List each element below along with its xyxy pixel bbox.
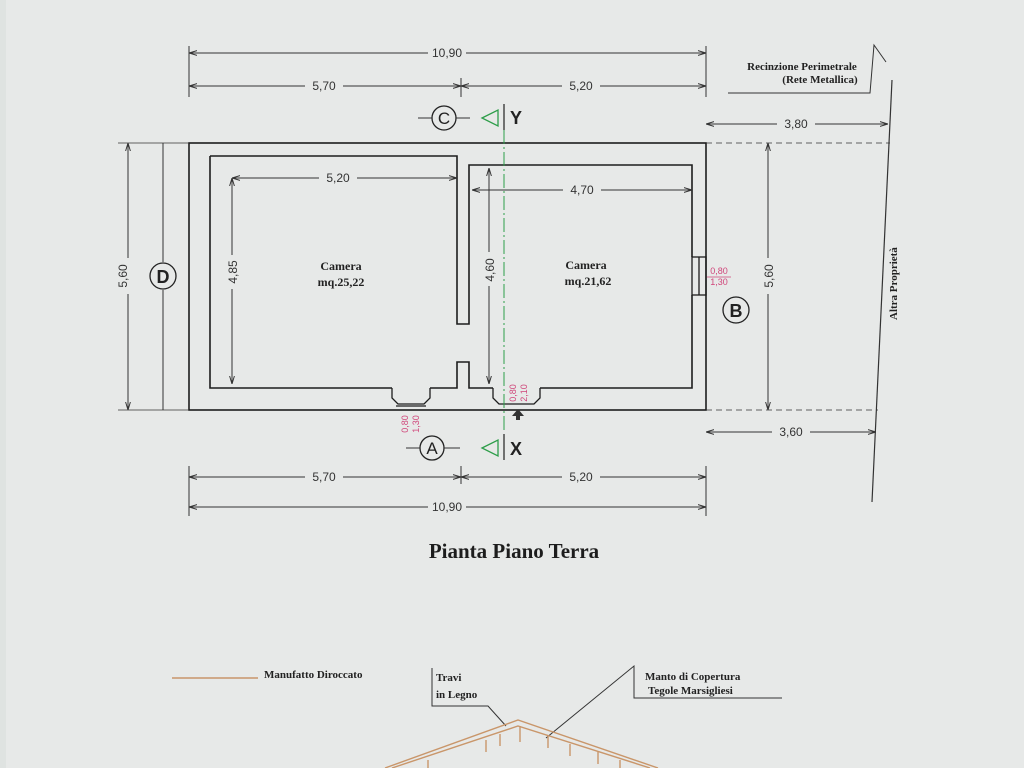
dim-height-right: 5,60 [762, 264, 776, 288]
roof-leader [545, 664, 782, 739]
room2-height: 4,60 [483, 258, 497, 282]
room2-name: Camera [565, 258, 606, 272]
window-left-height: 1,30 [411, 415, 421, 433]
dim-right-bottom: 5,20 [569, 470, 593, 484]
section-x-label: X [510, 439, 522, 459]
section-marker-b [722, 296, 750, 324]
neighbor-label: Altra Proprietà [888, 247, 900, 320]
fence-label-line1: Recinzione Perimetrale [747, 61, 857, 73]
page-edge [0, 0, 6, 768]
door-height: 2,10 [519, 384, 529, 402]
dim-left-bottom: 5,70 [312, 470, 336, 484]
entrance-arrow-icon [512, 409, 524, 420]
dim-overall-bottom: 10,90 [432, 500, 462, 514]
beams-leader [431, 668, 507, 727]
room2-width: 4,70 [570, 183, 594, 197]
openings [391, 256, 707, 407]
window-right-height: 1,30 [710, 277, 728, 287]
fence-leader [728, 43, 887, 94]
roof-label-1: Manto di Copertura [645, 671, 741, 683]
building-walls [188, 142, 707, 411]
section-a-label: A [426, 439, 438, 458]
section-x-arrow [480, 438, 499, 458]
roof-label-2: Tegole Marsigliesi [648, 685, 733, 697]
dim-overall-top: 10,90 [432, 46, 462, 60]
roof-section [384, 719, 659, 768]
section-marker-d [149, 262, 177, 290]
section-y-label: Y [510, 108, 522, 128]
ruin-label: Manufatto Diroccato [264, 669, 363, 681]
room1-name: Camera [320, 259, 361, 273]
beams-label-1: Travi [436, 672, 461, 684]
section-y-arrow [480, 108, 499, 128]
dim-setback-bottom: 3,60 [779, 425, 803, 439]
drawing-title: Pianta Piano Terra [429, 539, 600, 563]
room2-area: mq.21,62 [565, 274, 612, 288]
window-right-width: 0,80 [710, 266, 728, 276]
room1-area: mq.25,22 [318, 275, 365, 289]
section-b-label: B [730, 301, 743, 321]
window-left-width: 0,80 [400, 415, 410, 433]
door-width: 0,80 [508, 384, 518, 402]
fence-label-line2: (Rete Metallica) [782, 74, 858, 86]
section-d-label: D [157, 267, 170, 287]
room1-height: 4,85 [226, 260, 240, 284]
dim-height-left: 5,60 [116, 264, 130, 288]
dim-setback-top: 3,80 [784, 117, 808, 131]
beams-label-2: in Legno [436, 689, 478, 701]
dim-right-top: 5,20 [569, 79, 593, 93]
room1-width: 5,20 [326, 171, 350, 185]
section-c-label: C [438, 109, 450, 128]
dim-left-top: 5,70 [312, 79, 336, 93]
